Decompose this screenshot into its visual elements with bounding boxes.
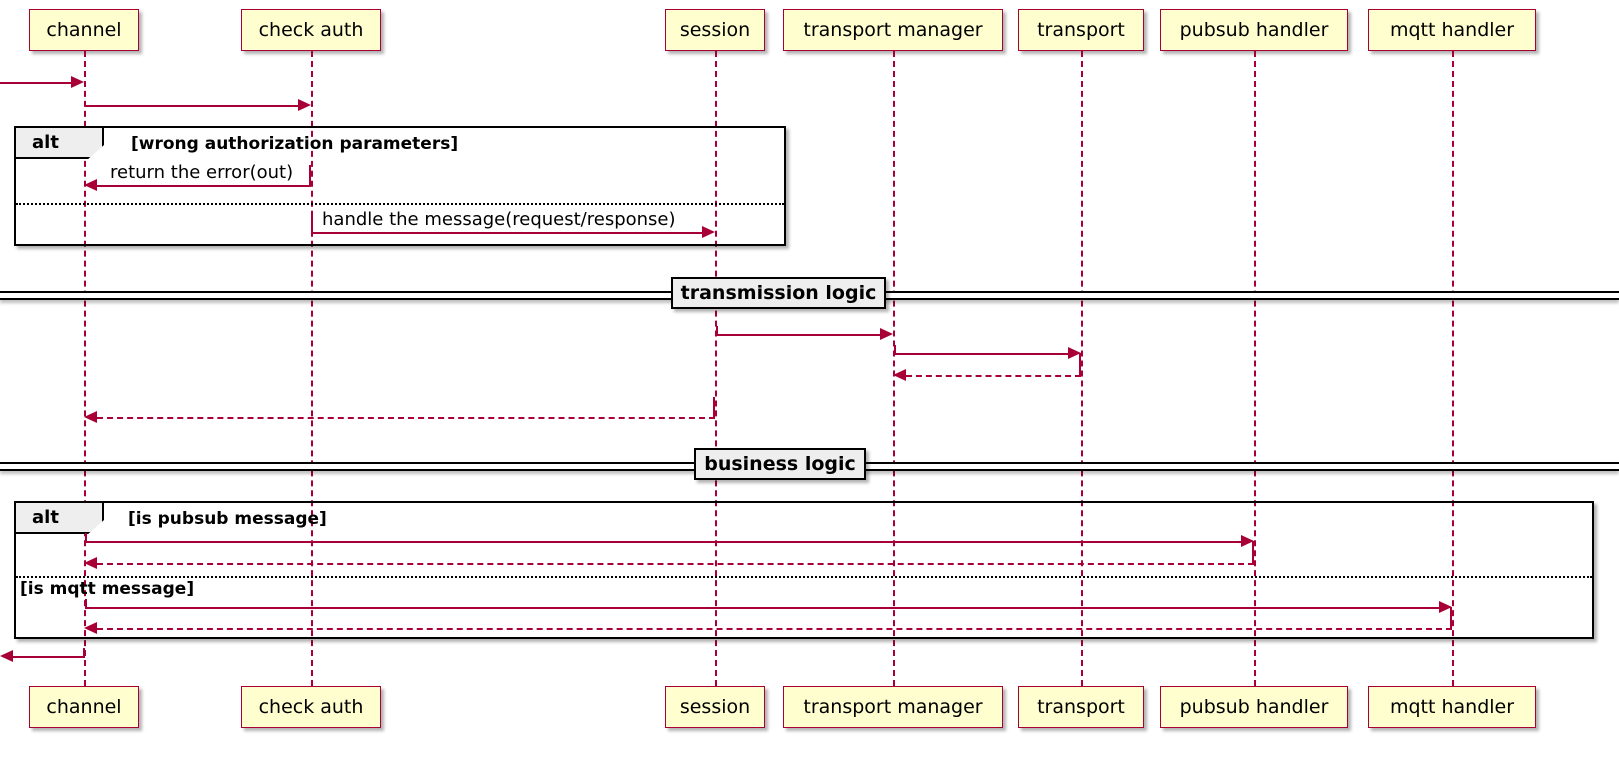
lifeline-transport-manager — [893, 51, 895, 686]
alt-divider-2 — [16, 576, 1592, 578]
alt-tab-1: alt — [16, 128, 104, 159]
message-arrow-stem-m10 — [1252, 541, 1254, 563]
message-arrow-line-m3 — [97, 185, 311, 187]
message-arrow-line-m4 — [311, 232, 702, 234]
participant-box-channel-bottom[interactable]: channel — [29, 686, 139, 728]
participant-box-transport-manager-bottom[interactable]: transport manager — [783, 686, 1003, 728]
message-arrow-line-m7 — [906, 375, 1081, 377]
message-arrow-head-m8 — [84, 411, 97, 423]
alt-condition-1: [wrong authorization parameters] — [131, 134, 459, 154]
message-arrow-head-m2 — [298, 99, 311, 111]
participant-box-pubsub-handler-bottom[interactable]: pubsub handler — [1160, 686, 1348, 728]
message-arrow-line-m8 — [97, 417, 715, 419]
message-arrow-line-m5 — [716, 334, 880, 336]
participant-box-session-bottom[interactable]: session — [665, 686, 765, 728]
delimiter-box-1[interactable]: transmission logic — [671, 277, 886, 309]
participant-label: session — [679, 18, 751, 41]
participant-label: transport — [1037, 695, 1125, 718]
message-arrow-head-m5 — [880, 328, 893, 340]
participant-box-check-auth-bottom[interactable]: check auth — [241, 686, 381, 728]
participant-label: mqtt handler — [1389, 695, 1515, 718]
message-arrow-line-m2 — [85, 105, 298, 107]
delimiter-label: business logic — [704, 452, 856, 475]
participant-label: channel — [46, 695, 122, 718]
participant-box-pubsub-handler-top[interactable]: pubsub handler — [1160, 9, 1348, 51]
message-arrow-line-m10 — [97, 563, 1254, 565]
alt-tab-label: alt — [32, 507, 59, 528]
alt-tab-2: alt — [16, 503, 104, 534]
message-arrow-stem-m13 — [83, 648, 85, 656]
participant-label: transport manager — [803, 695, 983, 718]
message-arrow-stem-m12 — [1450, 607, 1452, 628]
message-label-m3: return the error(out) — [110, 162, 294, 183]
message-arrow-head-m11 — [1439, 601, 1452, 613]
participant-box-transport-top[interactable]: transport — [1018, 9, 1144, 51]
message-arrow-stem-m11 — [85, 599, 87, 607]
alt-tab-label: alt — [32, 132, 59, 153]
participant-label: transport — [1037, 18, 1125, 41]
alt-divider-1 — [16, 203, 784, 205]
message-arrow-stem-m4 — [311, 212, 313, 232]
message-arrow-head-m6 — [1068, 347, 1081, 359]
message-label-m4: handle the message(request/response) — [322, 209, 676, 230]
lifeline-pubsub-handler — [1254, 51, 1256, 686]
lifeline-mqtt-handler — [1452, 51, 1454, 686]
participant-label: mqtt handler — [1389, 18, 1515, 41]
delimiter-label: transmission logic — [680, 281, 877, 304]
message-arrow-stem-m3 — [309, 165, 311, 185]
message-arrow-stem-m7 — [1079, 353, 1081, 375]
message-arrow-line-m11 — [85, 607, 1439, 609]
participant-box-mqtt-handler-top[interactable]: mqtt handler — [1368, 9, 1536, 51]
participant-label: channel — [46, 18, 122, 41]
message-arrow-stem-m5 — [716, 326, 718, 334]
lifeline-channel — [84, 51, 86, 686]
message-arrow-line-m6 — [894, 353, 1068, 355]
message-arrow-head-m1 — [71, 76, 84, 88]
message-arrow-head-m4 — [702, 226, 715, 238]
message-arrow-line-m12 — [97, 628, 1452, 630]
message-arrow-stem-m9 — [85, 533, 87, 541]
alt-frame-1 — [14, 126, 786, 246]
participant-box-channel-top[interactable]: channel — [29, 9, 139, 51]
lifeline-session — [715, 51, 717, 686]
message-arrow-head-m13 — [0, 650, 13, 662]
message-arrow-stem-m8 — [713, 397, 715, 417]
participant-label: session — [679, 695, 751, 718]
alt-condition-2: [is pubsub message] — [128, 509, 327, 529]
participant-box-session-top[interactable]: session — [665, 9, 765, 51]
message-arrow-head-m3 — [84, 179, 97, 191]
participant-label: transport manager — [803, 18, 983, 41]
participant-box-transport-bottom[interactable]: transport — [1018, 686, 1144, 728]
message-arrow-head-m9 — [1241, 535, 1254, 547]
participant-label: check auth — [258, 695, 364, 718]
participant-label: check auth — [258, 18, 364, 41]
participant-label: pubsub handler — [1179, 18, 1329, 41]
message-arrow-stem-m6 — [894, 345, 896, 353]
message-arrow-head-m7 — [893, 369, 906, 381]
participant-box-transport-manager-top[interactable]: transport manager — [783, 9, 1003, 51]
delimiter-box-2[interactable]: business logic — [694, 448, 866, 480]
message-arrow-head-m10 — [84, 557, 97, 569]
message-arrow-line-m1 — [0, 82, 71, 84]
participant-label: pubsub handler — [1179, 695, 1329, 718]
participant-box-check-auth-top[interactable]: check auth — [241, 9, 381, 51]
message-arrow-line-m9 — [85, 541, 1241, 543]
alt-condition-2-alternative: [is mqtt message] — [20, 579, 195, 599]
participant-box-mqtt-handler-bottom[interactable]: mqtt handler — [1368, 686, 1536, 728]
message-arrow-line-m13 — [13, 656, 85, 658]
alt-frame-2 — [14, 501, 1594, 639]
lifeline-check-auth — [311, 51, 313, 686]
lifeline-transport — [1081, 51, 1083, 686]
message-arrow-head-m12 — [84, 622, 97, 634]
